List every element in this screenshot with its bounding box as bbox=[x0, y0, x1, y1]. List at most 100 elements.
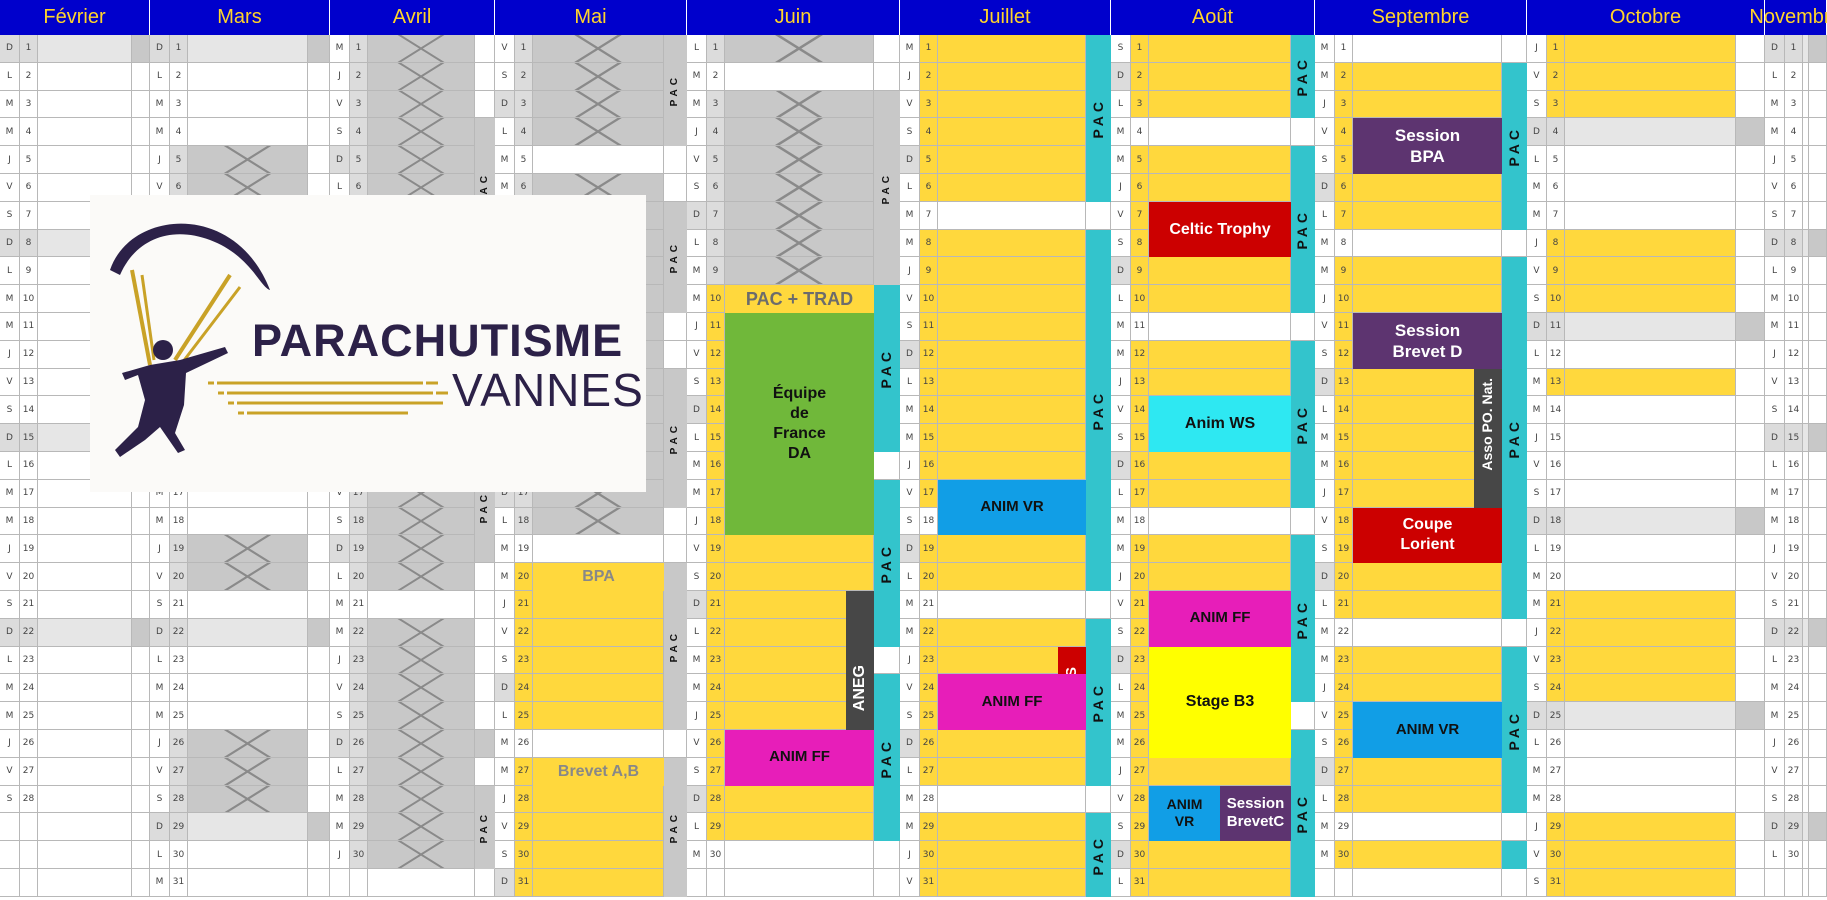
day-slot-jul-12[interactable] bbox=[938, 340, 1086, 369]
day-slot-avr-24[interactable] bbox=[368, 674, 475, 703]
day-slot-jul-30[interactable] bbox=[938, 841, 1086, 869]
day-slot-sep-6[interactable] bbox=[1353, 174, 1502, 202]
day-slot-nov-28[interactable] bbox=[1803, 785, 1809, 814]
day-slot-aou-16[interactable] bbox=[1149, 452, 1291, 480]
day-slot-fev-23[interactable] bbox=[38, 646, 132, 675]
vertical-event-pac-sep-1[interactable]: PAC bbox=[1502, 62, 1527, 230]
day-slot-avr-20[interactable] bbox=[368, 563, 475, 591]
day-slot-mai-31[interactable] bbox=[533, 869, 664, 897]
vertical-event-pac-mai-3[interactable]: PAC bbox=[664, 368, 687, 508]
event-session-bpa[interactable]: Session BPA bbox=[1353, 118, 1502, 174]
day-slot-nov-12[interactable] bbox=[1803, 340, 1809, 369]
day-slot-fev-19[interactable] bbox=[38, 535, 132, 564]
day-slot-sep-24[interactable] bbox=[1353, 674, 1502, 703]
event-coupe-lorient[interactable]: Coupe Lorient bbox=[1353, 507, 1502, 564]
day-slot-fev-21[interactable] bbox=[38, 591, 132, 619]
day-slot-aou-17[interactable] bbox=[1149, 479, 1291, 508]
event-pac-trad[interactable]: PAC + TRAD bbox=[725, 285, 874, 313]
event-bpa-mai[interactable]: BPA bbox=[533, 563, 664, 591]
day-slot-nov-5[interactable] bbox=[1803, 146, 1809, 174]
day-slot-jul-14[interactable] bbox=[938, 396, 1086, 425]
day-slot-avr-19[interactable] bbox=[368, 535, 475, 564]
day-slot-avr-3[interactable] bbox=[368, 90, 475, 119]
day-slot-mar-27[interactable] bbox=[188, 757, 308, 786]
vertical-event-pac-jul-4[interactable]: PAC bbox=[1086, 813, 1111, 897]
day-slot-oct-26[interactable] bbox=[1565, 730, 1736, 758]
day-slot-nov-22[interactable] bbox=[1803, 618, 1809, 647]
vertical-event-pac-jul-2[interactable]: PAC bbox=[1086, 229, 1111, 591]
day-slot-aou-5[interactable] bbox=[1149, 146, 1291, 174]
day-slot-mar-3[interactable] bbox=[188, 90, 308, 119]
day-slot-nov-4[interactable] bbox=[1803, 118, 1809, 147]
day-slot-jun-8[interactable] bbox=[725, 229, 874, 258]
day-slot-oct-23[interactable] bbox=[1565, 646, 1736, 675]
day-slot-nov-23[interactable] bbox=[1803, 646, 1809, 675]
day-slot-jun-6[interactable] bbox=[725, 174, 874, 202]
day-slot-mar-19[interactable] bbox=[188, 535, 308, 564]
vertical-event-pac-mai-1[interactable]: PAC bbox=[664, 35, 687, 147]
vertical-event-pac-jun-3[interactable]: PAC bbox=[874, 479, 900, 647]
day-slot-aou-20[interactable] bbox=[1149, 563, 1291, 591]
day-slot-jun-3[interactable] bbox=[725, 90, 874, 119]
day-slot-avr-21[interactable] bbox=[368, 591, 475, 619]
day-slot-sep-2[interactable] bbox=[1353, 62, 1502, 91]
day-slot-aou-9[interactable] bbox=[1149, 257, 1291, 286]
day-slot-jul-10[interactable] bbox=[938, 285, 1086, 313]
day-slot-mar-29[interactable] bbox=[188, 813, 308, 842]
day-slot-sep-23[interactable] bbox=[1353, 646, 1502, 675]
day-slot-aou-18[interactable] bbox=[1149, 507, 1291, 536]
day-slot-aou-1[interactable] bbox=[1149, 35, 1291, 63]
event-session-brevetc[interactable]: Session BrevetC bbox=[1220, 785, 1291, 842]
day-slot-jul-19[interactable] bbox=[938, 535, 1086, 564]
day-slot-mar-28[interactable] bbox=[188, 785, 308, 814]
event-celtic[interactable]: Celtic Trophy bbox=[1149, 201, 1291, 258]
day-slot-mai-26[interactable] bbox=[533, 730, 664, 758]
day-slot-mai-4[interactable] bbox=[533, 118, 664, 147]
day-slot-mai-2[interactable] bbox=[533, 62, 664, 91]
day-slot-jul-3[interactable] bbox=[938, 90, 1086, 119]
day-slot-oct-29[interactable] bbox=[1565, 813, 1736, 842]
day-slot-oct-2[interactable] bbox=[1565, 62, 1736, 91]
day-slot-nov-27[interactable] bbox=[1803, 757, 1809, 786]
day-slot-mai-23[interactable] bbox=[533, 646, 664, 675]
day-slot-oct-10[interactable] bbox=[1565, 285, 1736, 313]
day-slot-mar-20[interactable] bbox=[188, 563, 308, 591]
vertical-event-pac-mai-4[interactable]: PAC bbox=[664, 563, 687, 730]
day-slot-jul-1[interactable] bbox=[938, 35, 1086, 63]
day-slot-nov-11[interactable] bbox=[1803, 313, 1809, 341]
day-slot-oct-27[interactable] bbox=[1565, 757, 1736, 786]
day-slot-mar-24[interactable] bbox=[188, 674, 308, 703]
day-slot-sep-28[interactable] bbox=[1353, 785, 1502, 814]
day-slot-nov-9[interactable] bbox=[1803, 257, 1809, 286]
day-slot-jun-30[interactable] bbox=[725, 841, 874, 869]
day-slot-mar-25[interactable] bbox=[188, 702, 308, 730]
day-slot-sep-10[interactable] bbox=[1353, 285, 1502, 313]
event-anim-vr-aou[interactable]: ANIM VR bbox=[1149, 785, 1220, 842]
day-slot-oct-11[interactable] bbox=[1565, 313, 1736, 341]
day-slot-oct-22[interactable] bbox=[1565, 618, 1736, 647]
day-slot-fev-1[interactable] bbox=[38, 35, 132, 63]
day-slot-mai-29[interactable] bbox=[533, 813, 664, 842]
day-slot-oct-5[interactable] bbox=[1565, 146, 1736, 174]
day-slot-jun-20[interactable] bbox=[725, 563, 874, 591]
day-slot-oct-1[interactable] bbox=[1565, 35, 1736, 63]
day-slot-oct-31[interactable] bbox=[1565, 869, 1736, 897]
day-slot-avr-27[interactable] bbox=[368, 757, 475, 786]
day-slot-mai-28[interactable] bbox=[533, 785, 664, 814]
event-anim-ff-jul[interactable]: ANIM FF bbox=[938, 674, 1086, 730]
vertical-event-pac-jun-2[interactable]: PAC bbox=[874, 285, 900, 452]
day-slot-oct-16[interactable] bbox=[1565, 452, 1736, 480]
vertical-event-pac-jun-4[interactable]: PAC bbox=[874, 674, 900, 842]
day-slot-oct-13[interactable] bbox=[1565, 368, 1736, 397]
day-slot-jun-1[interactable] bbox=[725, 35, 874, 63]
day-slot-nov-20[interactable] bbox=[1803, 563, 1809, 591]
day-slot-oct-18[interactable] bbox=[1565, 507, 1736, 536]
day-slot-mar-31[interactable] bbox=[188, 869, 308, 897]
day-slot-mar-18[interactable] bbox=[188, 507, 308, 536]
day-slot-avr-26[interactable] bbox=[368, 730, 475, 758]
day-slot-aou-27[interactable] bbox=[1149, 757, 1291, 786]
day-slot-avr-4[interactable] bbox=[368, 118, 475, 147]
day-slot-jul-22[interactable] bbox=[938, 618, 1086, 647]
day-slot-mai-3[interactable] bbox=[533, 90, 664, 119]
day-slot-avr-25[interactable] bbox=[368, 702, 475, 730]
